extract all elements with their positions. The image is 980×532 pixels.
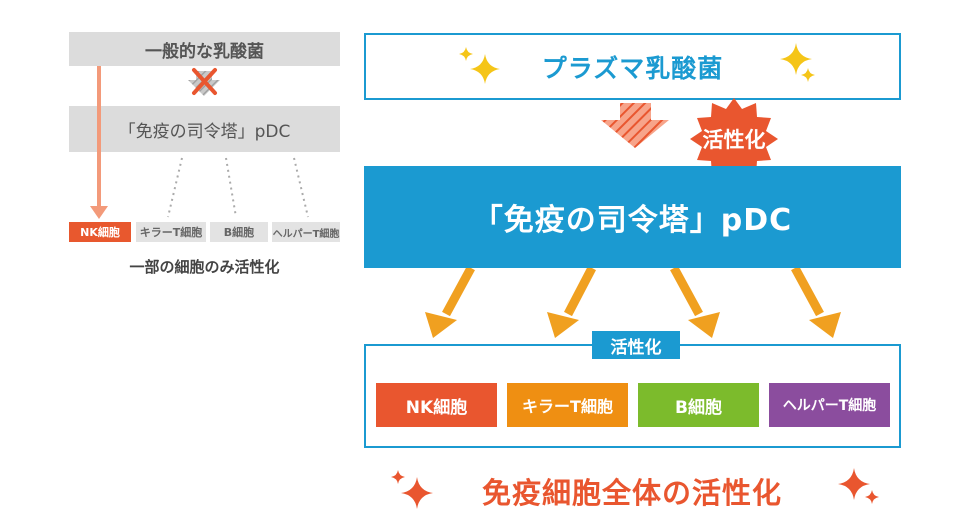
left-cell-helper-t-label: ヘルパーT細胞 [272, 228, 340, 240]
activation-badge-label: 活性化 [702, 128, 766, 152]
right-cell-nk-label: NK細胞 [405, 397, 468, 418]
activation-burst-icon [690, 98, 778, 180]
left-pdc-label: 「免疫の司令塔」pDC [118, 121, 291, 142]
left-cell-b: B細胞 [210, 222, 268, 242]
footer-title: 免疫細胞全体の活性化 [420, 470, 844, 512]
right-cell-killer-t-label: キラーT細胞 [522, 397, 613, 416]
left-caption-label: 一部の細胞のみ活性化 [129, 258, 280, 276]
right-cell-helper-t-label: ヘルパーT細胞 [782, 398, 877, 414]
left-cell-killer-t-label: キラーT細胞 [139, 226, 203, 239]
activation-badge: 活性化 [690, 122, 778, 156]
footer-sparkle-icon [391, 468, 879, 509]
left-cell-nk-label: NK細胞 [80, 226, 120, 239]
right-pdc-label: 「免疫の司令塔」pDC [472, 203, 793, 238]
right-cell-nk: NK細胞 [376, 383, 497, 427]
general-bacteria-box: 一般的な乳酸菌 [69, 32, 340, 66]
right-cell-helper-t: ヘルパーT細胞 [769, 383, 890, 427]
right-pdc-box: 「免疫の司令塔」pDC [364, 166, 901, 268]
left-pdc-box: 「免疫の司令塔」pDC [69, 106, 340, 152]
activation-label-tab: 活性化 [592, 331, 680, 359]
left-cell-helper-t: ヘルパーT細胞 [272, 222, 340, 242]
left-cell-nk: NK細胞 [69, 222, 131, 242]
left-caption: 一部の細胞のみ活性化 [69, 256, 340, 277]
activation-label-text: 活性化 [610, 337, 662, 358]
right-cell-killer-t: キラーT細胞 [507, 383, 628, 427]
right-cell-b-label: B細胞 [675, 397, 722, 418]
general-bacteria-label: 一般的な乳酸菌 [145, 41, 264, 62]
footer-title-label: 免疫細胞全体の活性化 [481, 476, 782, 510]
plasma-label: プラズマ乳酸菌 [541, 53, 724, 83]
sparkle-icon [459, 43, 815, 84]
plasma-box: プラズマ乳酸菌 [364, 33, 901, 100]
left-cell-killer-t: キラーT細胞 [136, 222, 206, 242]
left-cell-b-label: B細胞 [223, 226, 255, 239]
right-cell-b: B細胞 [638, 383, 759, 427]
